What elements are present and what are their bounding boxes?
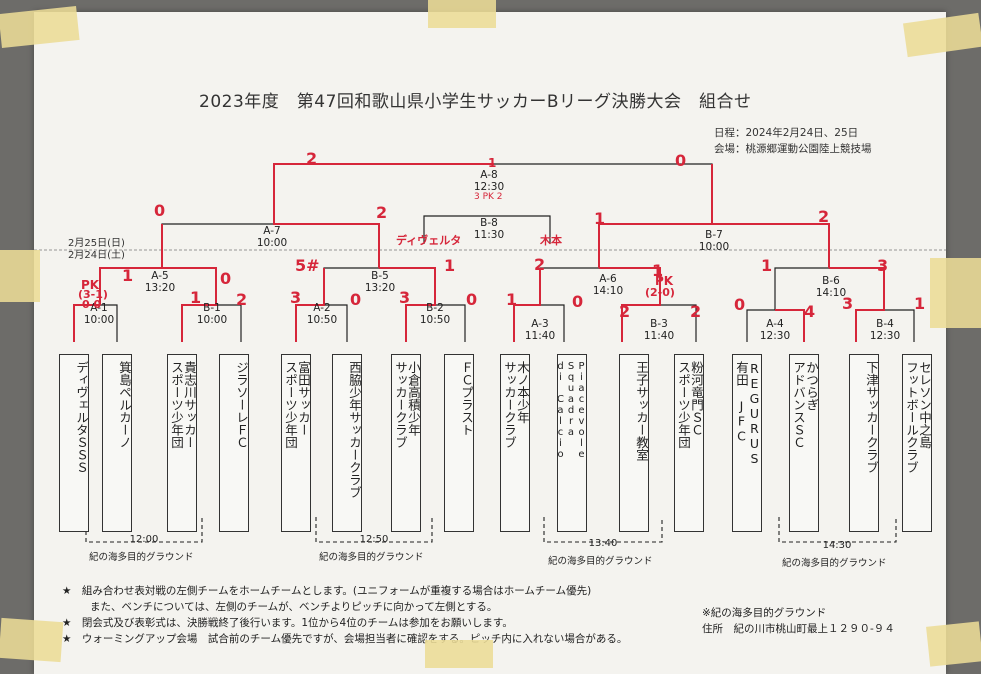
- team-box: ディヴェルタＳＳＳ: [59, 354, 89, 532]
- score: 1: [761, 256, 773, 275]
- score: 0: [350, 290, 362, 309]
- score: 1: [914, 294, 926, 313]
- team-box: Piacevole Squadra di Calcio: [557, 354, 587, 532]
- note-line: ★ ウォーミングアップ会場 試合前のチーム優先ですが、会場担当者に確認をする。ピ…: [62, 633, 628, 645]
- date-day2: 2月25日(日): [68, 238, 125, 249]
- venue-time: 14:30: [822, 540, 852, 551]
- score: 3: [842, 294, 854, 313]
- schedule-text: 日程：2024年2月24日、25日: [714, 127, 859, 139]
- third-place-team: 木本: [540, 234, 562, 247]
- tape: [0, 617, 64, 663]
- score: 0: [154, 201, 166, 220]
- score: 0: [466, 290, 478, 309]
- score: 1: [594, 209, 606, 228]
- note-line: また、ベンチについては、左側のチームが、ベンチよりピッチに向かって左側とする。: [90, 601, 498, 613]
- pk-score: (3-1): [78, 288, 108, 301]
- score: 0: [675, 151, 687, 170]
- tape: [926, 621, 981, 667]
- team-box: 箕島ペルカーノ: [102, 354, 132, 532]
- venue-time: 12:00: [129, 534, 159, 545]
- score: 3: [290, 288, 302, 307]
- venue-time: 12:50: [359, 534, 389, 545]
- venue-text: 会場：桃源郷運動公園陸上競技場: [714, 143, 872, 155]
- pk-note: 3 PK 2: [474, 192, 503, 202]
- team-box: 下津サッカークラブ: [849, 354, 879, 532]
- tape: [425, 640, 493, 668]
- page-title: 2023年度 第47回和歌山県小学生サッカーBリーグ決勝大会 組合せ: [199, 92, 752, 112]
- score: 2: [534, 255, 546, 274]
- team-box: 小倉高積少年 サッカークラブ: [391, 354, 421, 532]
- team-box: 木ノ本少年 サッカークラブ: [500, 354, 530, 532]
- pk-mark: PK: [81, 278, 100, 292]
- score: 1: [652, 261, 664, 280]
- score: 2: [690, 302, 702, 321]
- note-line: ★ 組み合わせ表対戦の左側チームをホームチームとします。(ユニフォームが重複する…: [62, 585, 592, 597]
- score: 1: [506, 290, 518, 309]
- pk-mark: PK: [655, 274, 674, 288]
- team-box: 王子サッカー教室: [619, 354, 649, 532]
- venue-name: 紀の海多目的グラウンド: [89, 552, 194, 563]
- score: 0: [572, 292, 584, 311]
- venue-name: 紀の海多目的グラウンド: [548, 556, 653, 567]
- score: 4: [804, 302, 816, 321]
- score: 2: [236, 290, 248, 309]
- tape: [428, 0, 496, 28]
- team-box: ジラソーレＦＣ: [219, 354, 249, 532]
- footer-address: 住所 紀の川市桃山町最上１２９０-９４: [702, 623, 895, 635]
- score: 3: [877, 256, 889, 275]
- venue-name: 紀の海多目的グラウンド: [782, 558, 887, 569]
- team-box: 西脇少年サッカークラブ: [332, 354, 362, 532]
- score: 1: [190, 288, 202, 307]
- tape: [0, 250, 40, 302]
- team-box: ＦＣプラスト: [444, 354, 474, 532]
- pk-score: (2-0): [645, 286, 675, 299]
- footer-ground: ※紀の海多目的グラウンド: [702, 607, 827, 619]
- venue-name: 紀の海多目的グラウンド: [319, 552, 424, 563]
- score: 0: [220, 269, 232, 288]
- score: 1: [488, 156, 497, 170]
- score: 2: [306, 149, 318, 168]
- bracket-sheet: 2023年度 第47回和歌山県小学生サッカーBリーグ決勝大会 組合せ 日程：20…: [34, 12, 946, 674]
- team-box: 粉河竜門ＳＣ スポーツ少年団: [674, 354, 704, 532]
- score: 3: [399, 288, 411, 307]
- team-box: かつらぎ アドバンスＳＣ: [789, 354, 819, 532]
- tape: [930, 258, 981, 328]
- score: 2: [619, 302, 631, 321]
- score: 2: [818, 207, 830, 226]
- team-box: セレソン中之島 フットボールクラブ: [902, 354, 932, 532]
- third-place-team: ディヴェルタ: [396, 234, 462, 247]
- note-line: ★ 閉会式及び表彰式は、決勝戦終了後行います。1位から4位のチームは参加をお願い…: [62, 617, 513, 629]
- pk-extra: 0 0: [82, 298, 102, 311]
- team-box: REGURUS 有田 JFC: [732, 354, 762, 532]
- date-day1: 2月24日(土): [68, 250, 125, 261]
- score: 0: [734, 295, 746, 314]
- score: 5#: [295, 256, 320, 275]
- bracket-lines: [34, 163, 946, 543]
- venue-time: 13:40: [588, 538, 618, 549]
- score: 2: [376, 203, 388, 222]
- score: 1: [444, 256, 456, 275]
- team-box: 富田サッカー スポーツ少年団: [281, 354, 311, 532]
- score: 1: [122, 266, 134, 285]
- team-box: 貴志川サッカー スポーツ少年団: [167, 354, 197, 532]
